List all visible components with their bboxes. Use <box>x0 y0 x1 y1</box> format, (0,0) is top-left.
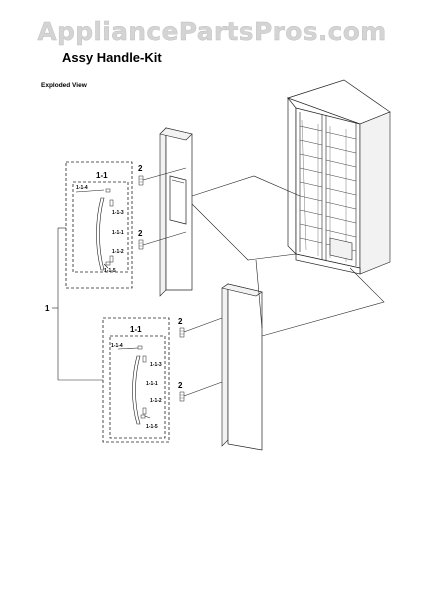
upper-handle-kit: 1-1 1-1-4 1-1-3 1-1-1 1-1-2 1-1-5 2 2 <box>65 161 187 289</box>
screw-upper-b <box>138 239 144 250</box>
bracket-top-lower <box>142 355 147 363</box>
cap-bottom-upper <box>105 261 111 266</box>
screw-upper-a <box>138 175 144 186</box>
upper-door-panel <box>159 127 193 297</box>
handle-bar-upper <box>96 197 105 271</box>
label-2-lower-b: 2 <box>178 381 183 390</box>
lower-handle-kit: 1-1 1-1-4 1-1-3 1-1-1 1-1-2 1-1-5 2 2 <box>102 317 223 443</box>
diagram-subtitle: Exploded View <box>41 82 88 89</box>
screw-lower-b <box>179 391 185 402</box>
refrigerator-cabinet <box>286 79 391 275</box>
screw-lower-a <box>179 327 185 338</box>
bracket-bottom-lower <box>142 407 147 415</box>
lower-door-panel <box>221 283 263 451</box>
bracket-top-upper <box>109 199 114 207</box>
label-2-upper-b: 2 <box>138 229 143 238</box>
cap-top-upper <box>105 188 111 193</box>
label-1-1-3-upper: 1-1-3 <box>112 210 124 216</box>
assembly-callout: 1 <box>45 227 103 381</box>
label-1-1-3-lower: 1-1-3 <box>150 362 162 368</box>
label-1-1-1-lower: 1-1-1 <box>146 381 158 387</box>
diagram-title: Assy Handle-Kit <box>62 50 162 65</box>
cap-top-lower <box>137 345 143 350</box>
handle-bar-lower <box>132 355 141 425</box>
label-2-upper-a: 2 <box>138 164 143 173</box>
bracket-bottom-upper <box>109 255 114 263</box>
label-1-1-2-lower: 1-1-2 <box>150 398 162 404</box>
label-2-lower-a: 2 <box>178 317 183 326</box>
label-1-1-4-upper: 1-1-4 <box>76 185 88 191</box>
label-1-1-lower: 1-1 <box>130 325 142 334</box>
label-1-1-2-upper: 1-1-2 <box>112 249 124 255</box>
label-1-1-5-lower: 1-1-5 <box>146 424 158 430</box>
label-1-1-1-upper: 1-1-1 <box>112 230 124 236</box>
cap-bottom-lower <box>140 414 146 419</box>
watermark: AppliancePartsPros.com <box>37 17 386 46</box>
label-1-1-4-lower: 1-1-4 <box>111 343 123 349</box>
leader-lines <box>191 175 385 337</box>
label-1-assembly: 1 <box>45 304 50 313</box>
label-1-1-5-upper: 1-1-5 <box>104 268 116 274</box>
label-1-1-upper: 1-1 <box>96 171 108 180</box>
